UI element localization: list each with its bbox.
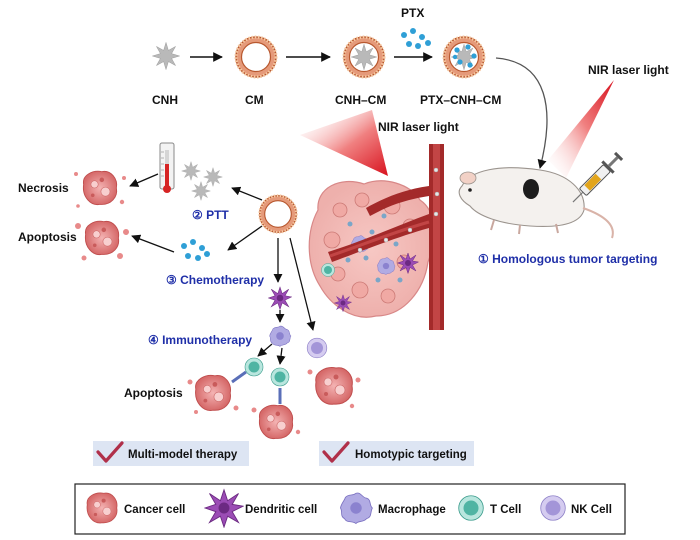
badge-homotypic: Homotypic targeting [319,441,474,466]
svg-text:NK Cell: NK Cell [571,504,612,516]
tumor-tissue [308,180,435,318]
ptt-cnh-cluster [181,161,223,201]
ptx-cnh-cm-particle [442,35,486,79]
label-necrosis: Necrosis [18,181,69,195]
svg-text:Dendritic cell: Dendritic cell [245,504,317,516]
legend-item-nkcell: NK Cell [540,495,612,521]
label-cnh-cm: CNH–CM [335,93,386,107]
dendritic-cell-branch [268,286,292,310]
label-immunotherapy: ④ Immunotherapy [148,333,252,347]
necrotic-cell [74,170,126,208]
label-ptx: PTX [401,6,424,20]
laser-beam-left [300,110,388,176]
badge-multi-label: Multi-model therapy [128,449,238,461]
cnh-cm-particle [342,35,386,79]
legend-item-tcell: T Cell [458,495,521,521]
arrow-to-ptt [231,186,263,201]
label-chemotherapy: ③ Chemotherapy [166,273,264,287]
arrow-to-tcell-a [257,343,273,357]
legend-item-macrophage: Macrophage [340,492,446,524]
apoptotic-cell-top [75,220,129,261]
chemo-drug-icon [181,239,210,261]
label-laser-left: NIR laser light [378,120,459,134]
blood-vessel [328,144,444,330]
tcell-a [244,357,264,377]
arrow-to-chemo [227,225,263,251]
legend: Cancer cell Dendritic cell Macrophage T … [74,483,626,535]
label-homologous-targeting: ① Homologous tumor targeting [478,252,657,266]
arrow-to-necrosis [129,173,159,187]
arrow-to-nk [289,237,316,331]
cell-membrane [234,35,278,79]
arrow-to-tcell-b [276,347,286,365]
label-apoptosis-bottom: Apoptosis [124,386,183,400]
ptx-drug-icon [401,28,431,49]
label-cm: CM [245,93,264,107]
tcell-b [270,367,290,387]
syringe-icon [572,151,624,203]
label-cnh: CNH [152,93,178,107]
label-ptx-cnh-cm: PTX–CNH–CM [420,93,501,107]
perforin-link-a [231,370,247,384]
laser-beam-right [548,80,614,178]
apoptotic-cell-bottom-b [251,404,301,440]
cnh-particle [152,42,180,70]
legend-item-cancer: Cancer cell [86,492,185,524]
nk-cell-branch [306,337,328,359]
svg-text:Macrophage: Macrophage [378,504,446,516]
released-particle [258,194,298,234]
arrow-to-apoptosis [131,234,175,253]
macrophage-branch [269,325,292,347]
badge-homotypic-label: Homotypic targeting [355,449,467,461]
badge-multi-model: Multi-model therapy [93,441,249,466]
thermometer-icon [159,142,175,193]
arrow-to-mouse [495,57,548,169]
apoptotic-cell-bottom-c [307,367,361,409]
apoptotic-cell-bottom-a [187,374,239,414]
legend-item-dendritic: Dendritic cell [204,489,317,528]
label-ptt: ② PTT [192,208,229,222]
check-icon [96,441,124,463]
svg-text:T Cell: T Cell [490,504,521,516]
label-apoptosis-top: Apoptosis [18,230,77,244]
mouse [458,167,614,239]
check-icon [322,441,350,463]
label-laser-right: NIR laser light [588,63,669,77]
svg-text:Cancer cell: Cancer cell [124,504,185,516]
